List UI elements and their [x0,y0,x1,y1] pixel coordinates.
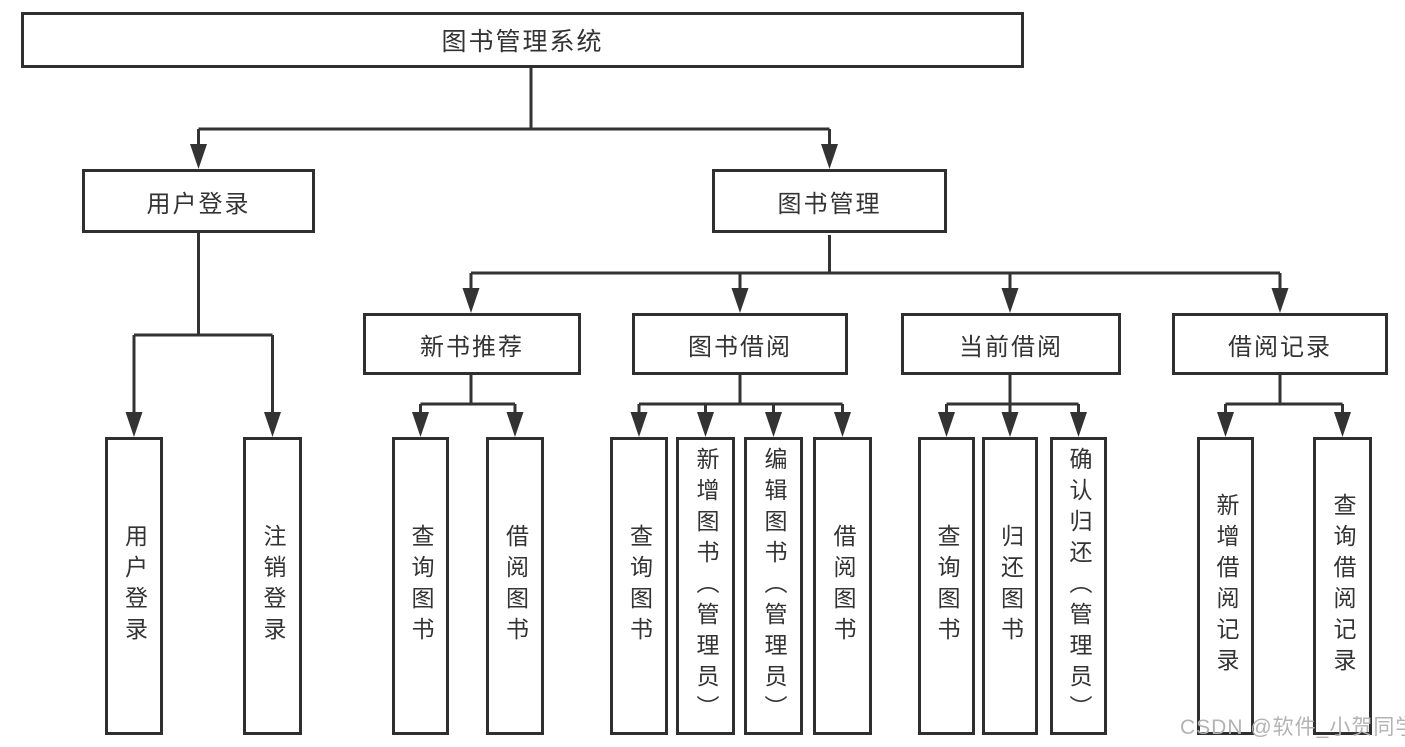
connector-user-login-children [132,233,274,418]
node-book-borrow: 图书借阅 [632,313,848,375]
arrowhead-icon [412,412,429,437]
arrowhead-icon [506,412,524,437]
arrowhead-icon [834,412,851,437]
arrowhead-icon [765,412,782,437]
arrowhead-icon [630,412,648,437]
arrowhead-icon [1070,412,1087,437]
leaf-query-books-recommend: 查询图书 [392,437,449,735]
connector-borrow-records-children [1224,375,1344,420]
leaf-add-book-admin: 新增图书（管理员） [676,437,735,735]
node-borrow-records: 借阅记录 [1172,313,1388,375]
arrowhead-icon [697,412,714,437]
arrowhead-icon [821,144,838,169]
leaf-borrow-books-recommend: 借阅图书 [486,437,544,735]
connector-book-borrow-children [637,375,844,420]
watermark-csdn: CSDN @软件_小贺同学 [1180,716,1405,739]
leaf-query-books-current: 查询图书 [918,437,975,735]
leaf-edit-book-admin: 编辑图书（管理员） [744,437,803,735]
arrowhead-icon [190,144,207,169]
arrowhead-icon [1334,412,1351,437]
leaf-logout: 注销登录 [243,437,302,735]
leaf-return-book: 归还图书 [982,437,1038,735]
node-current-borrow: 当前借阅 [901,313,1121,375]
arrowhead-icon [125,412,143,437]
connector-root-to-level2 [197,68,831,150]
leaf-user-login: 用户登录 [105,437,163,735]
arrowhead-icon [1001,412,1019,437]
node-library-system: 图书管理系统 [21,12,1024,68]
arrowhead-icon [264,412,281,437]
leaf-confirm-return-admin: 确认归还（管理员） [1050,437,1107,735]
arrowhead-icon [731,288,749,313]
arrowhead-icon [462,288,480,313]
arrowheads [125,144,1351,437]
leaf-borrow-books: 借阅图书 [813,437,872,735]
leaf-add-borrow-record: 新增借阅记录 [1197,437,1254,735]
leaf-query-books-borrow: 查询图书 [610,437,668,735]
arrowhead-icon [938,412,955,437]
node-new-book-recommend: 新书推荐 [363,313,581,375]
arrowhead-icon [1217,412,1234,437]
node-book-management: 图书管理 [712,169,947,233]
leaf-query-borrow-record: 查询借阅记录 [1313,437,1372,735]
arrowhead-icon [1271,288,1289,313]
node-user-login: 用户登录 [82,169,315,233]
arrowhead-icon [1001,288,1019,313]
connector-new-book-children [419,375,517,420]
connector-book-mgmt-children [469,235,1282,294]
